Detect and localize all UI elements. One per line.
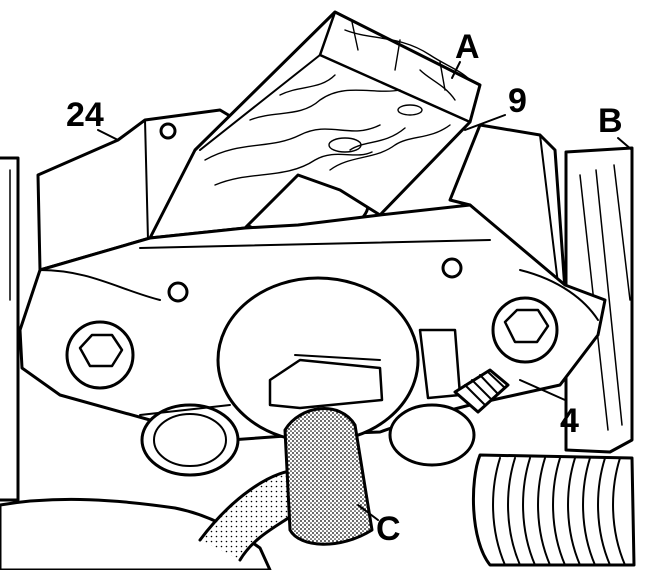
callout-label-24: 24 bbox=[66, 96, 104, 134]
callout-label-B: B bbox=[598, 102, 623, 140]
leader-lines bbox=[97, 61, 633, 521]
callout-label-4: 4 bbox=[560, 402, 579, 440]
lower-fitting-left bbox=[139, 403, 240, 477]
callout-label-A: A bbox=[455, 28, 480, 66]
technician-hand bbox=[0, 468, 317, 570]
caliper-bracket bbox=[36, 108, 567, 301]
left-edge-block bbox=[0, 156, 20, 502]
bleeder-screw bbox=[453, 368, 510, 414]
callout-label-C: C bbox=[376, 510, 401, 548]
callout-label-9: 9 bbox=[508, 82, 527, 120]
lower-fitting-right bbox=[388, 403, 476, 467]
caliper-housing bbox=[18, 203, 607, 444]
tool-rod bbox=[283, 407, 374, 546]
ribbed-hose bbox=[472, 453, 636, 567]
wooden-block bbox=[148, 10, 482, 240]
